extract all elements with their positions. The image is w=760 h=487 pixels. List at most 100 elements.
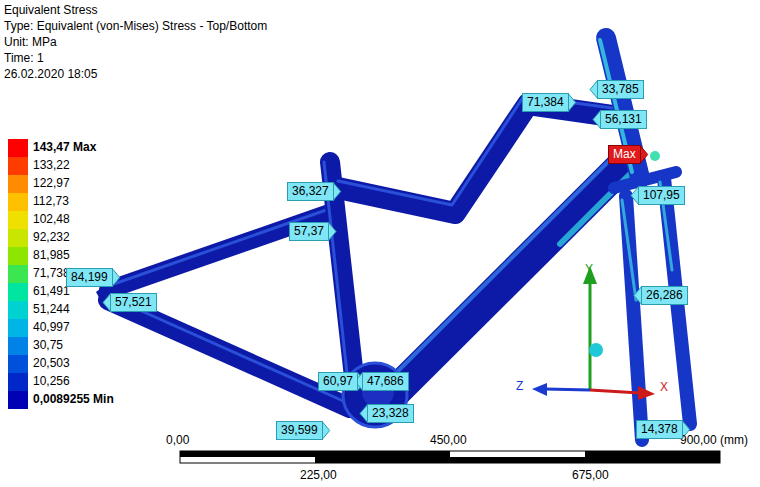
probe-callout: 60,97 xyxy=(318,372,358,391)
chain-stay xyxy=(108,300,350,408)
result-type: Type: Equivalent (von-Mises) Stress - To… xyxy=(4,19,267,34)
scale-value: 0,00 xyxy=(166,433,189,448)
fork-leg xyxy=(626,196,642,440)
callout-pointer xyxy=(112,268,120,287)
probe-callout: 57,37 xyxy=(289,222,329,241)
scale-bar-frame xyxy=(180,451,720,463)
legend-value: 30,75 xyxy=(33,338,63,353)
probe-value: Max xyxy=(613,147,636,161)
legend-swatch xyxy=(8,211,28,229)
legend-swatch xyxy=(8,247,28,265)
scale-value: 900,00 (mm) xyxy=(680,433,748,448)
down-tube-highlight xyxy=(384,150,620,385)
probe-callout: 57,521 xyxy=(110,293,157,312)
probe-value: 57,521 xyxy=(115,295,152,309)
bike-frame xyxy=(108,96,636,408)
legend-value: 40,997 xyxy=(33,320,70,335)
probe-value: 33,785 xyxy=(602,82,639,96)
legend-swatch xyxy=(8,265,28,283)
probe-value: 57,37 xyxy=(294,224,324,238)
legend-value: 20,503 xyxy=(33,356,70,371)
probe-callout: 71,384 xyxy=(522,93,569,112)
legend-value: 10,256 xyxy=(33,374,70,389)
probe-callout: 84,199 xyxy=(66,268,113,287)
axis-label: X xyxy=(660,380,668,395)
legend-swatch xyxy=(8,373,28,391)
axis-triad xyxy=(532,266,655,400)
z-arrowhead xyxy=(532,383,547,396)
legend-swatch xyxy=(8,175,28,193)
axis-label: Z xyxy=(516,379,523,394)
probe-callout: 107,95 xyxy=(638,186,685,205)
head-tube xyxy=(606,38,640,178)
x-arrowhead xyxy=(638,386,655,400)
probe-callout: 39,599 xyxy=(276,421,323,440)
scale-bar-segment xyxy=(315,457,450,463)
probe-callout: 33,785 xyxy=(597,80,644,99)
probe-value: 71,384 xyxy=(527,95,564,109)
legend-swatch xyxy=(8,391,28,409)
probe-value: 107,95 xyxy=(643,188,680,202)
legend-swatch xyxy=(8,139,28,157)
probe-value: 26,286 xyxy=(646,288,683,302)
probe-callout: 56,131 xyxy=(600,110,647,129)
scale-bar-segment xyxy=(450,457,720,463)
legend-value: 0,0089255 Min xyxy=(33,392,114,407)
result-unit: Unit: MPa xyxy=(4,35,57,50)
scale-bar-segment xyxy=(585,451,720,457)
down-tube xyxy=(392,160,628,395)
probe-value: 14,378 xyxy=(641,422,678,436)
probe-value: 56,131 xyxy=(605,112,642,126)
result-time: Time: 1 xyxy=(4,51,44,66)
probe-callout: 14,378 xyxy=(636,420,683,439)
y-axis xyxy=(589,282,592,390)
legend-value: 122,97 xyxy=(33,176,70,191)
x-axis xyxy=(590,390,640,393)
callout-pointer xyxy=(640,145,648,164)
probe-value: 23,328 xyxy=(372,406,409,420)
callout-pointer xyxy=(568,93,576,112)
scale-bar-segment xyxy=(180,451,450,457)
legend-value: 61,491 xyxy=(33,284,70,299)
legend-value: 133,22 xyxy=(33,158,70,173)
probe-callout: 23,328 xyxy=(367,404,414,423)
legend-value: 102,48 xyxy=(33,212,70,227)
probe-value: 60,97 xyxy=(323,374,353,388)
probe-callout: 26,286 xyxy=(641,286,688,305)
scale-value: 675,00 xyxy=(572,468,609,483)
legend-swatch xyxy=(8,193,28,211)
legend-value: 143,47 Max xyxy=(33,140,96,155)
seat-stay xyxy=(108,212,332,290)
scale-bar xyxy=(180,451,720,463)
max-hotspot xyxy=(650,151,660,161)
legend-swatch xyxy=(8,355,28,373)
probe-value: 47,686 xyxy=(367,374,404,388)
triad-sphere xyxy=(589,343,603,357)
legend-swatch xyxy=(8,229,28,247)
callout-pointer xyxy=(322,421,330,440)
chain-stay-highlight xyxy=(108,296,350,404)
legend-swatch xyxy=(8,337,28,355)
fork-leg-highlight xyxy=(622,200,636,300)
legend-value: 112,73 xyxy=(33,194,69,209)
legend-value: 51,244 xyxy=(33,302,70,317)
probe-callout: 36,327 xyxy=(287,182,334,201)
probe-value: 36,327 xyxy=(292,184,329,198)
legend-value: 81,985 xyxy=(33,248,70,263)
z-axis xyxy=(545,389,590,390)
callout-pointer xyxy=(328,222,336,241)
probe-value: 39,599 xyxy=(281,423,318,437)
scale-value: 450,00 xyxy=(430,433,467,448)
top-tube-highlight xyxy=(338,96,612,205)
probe-callout: 47,686 xyxy=(362,372,409,391)
result-title: Equivalent Stress xyxy=(4,3,97,18)
legend-value: 92,232 xyxy=(33,230,70,245)
result-date: 26.02.2020 18:05 xyxy=(4,67,97,82)
probe-callout: Max xyxy=(608,145,641,164)
legend-swatch xyxy=(8,301,28,319)
legend-swatch xyxy=(8,157,28,175)
seat-stay-highlight xyxy=(108,208,332,286)
axis-label: Y xyxy=(585,262,593,277)
legend-swatch xyxy=(8,319,28,337)
legend-swatch xyxy=(8,283,28,301)
